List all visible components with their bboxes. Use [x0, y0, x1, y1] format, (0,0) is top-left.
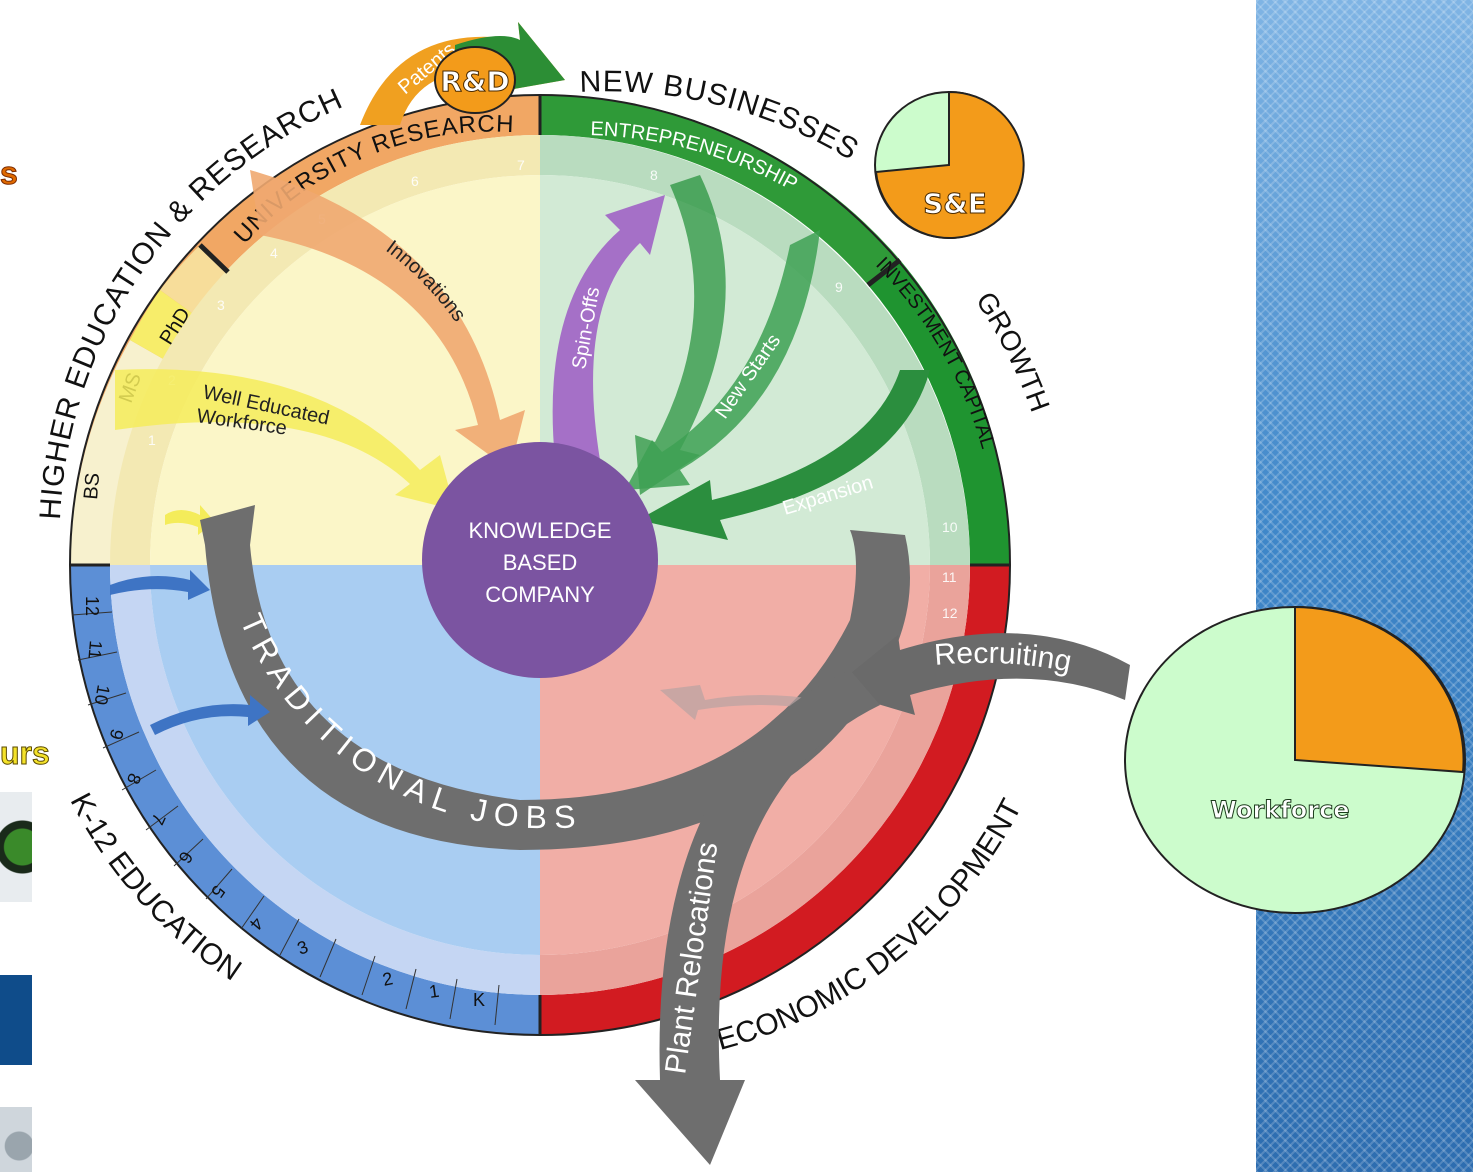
svg-text:1: 1	[148, 432, 156, 448]
svg-text:12: 12	[942, 605, 958, 621]
se-pie-chart: S&E	[874, 90, 1025, 239]
center-line-2: BASED	[503, 550, 578, 575]
k12-grade-cells	[71, 611, 500, 1026]
ring-dividers	[70, 95, 1010, 1035]
svg-text:10: 10	[942, 519, 958, 535]
grade-label: 11	[84, 640, 106, 660]
recruiting-arrow: Recruiting	[830, 633, 1130, 715]
photo-thumb-2	[0, 975, 32, 1065]
blue-arrows	[110, 570, 270, 735]
center-line-1: KNOWLEDGE	[468, 518, 611, 543]
svg-text:9: 9	[835, 279, 843, 295]
cropped-text-fragment-middle: urs	[0, 735, 50, 772]
svg-text:6: 6	[411, 173, 419, 189]
degree-bs: BS	[80, 472, 104, 501]
grade-label: 1	[428, 981, 441, 1002]
se-label: S&E	[923, 187, 987, 220]
growth-label: GROWTH	[970, 286, 1056, 415]
grade-label: 9	[106, 727, 128, 742]
decorative-side-panel	[1256, 0, 1473, 1172]
svg-text:8: 8	[650, 167, 658, 183]
svg-text:4: 4	[270, 245, 278, 261]
photo-thumb-1	[0, 792, 32, 902]
knowledge-based-company: KNOWLEDGE BASED COMPANY	[422, 442, 658, 678]
rd-label: R&D	[440, 65, 509, 98]
rd-badge: R&D	[434, 46, 516, 114]
photo-thumb-3	[0, 1107, 32, 1172]
center-line-3: COMPANY	[485, 582, 595, 607]
grade-label: K	[473, 990, 485, 1010]
grade-label: 10	[91, 683, 114, 706]
cropped-photo-strip	[0, 792, 32, 1172]
workforce-label: Workforce	[1210, 796, 1349, 824]
svg-text:11: 11	[942, 569, 957, 585]
faint-recruit-arrow	[660, 685, 820, 720]
grade-label: 12	[82, 596, 102, 616]
svg-text:7: 7	[517, 157, 525, 173]
svg-text:3: 3	[217, 297, 225, 313]
cropped-text-fragment-top: s	[0, 155, 18, 192]
grade-label: 2	[381, 968, 395, 990]
workforce-pie-chart: Workforce	[1124, 605, 1466, 914]
